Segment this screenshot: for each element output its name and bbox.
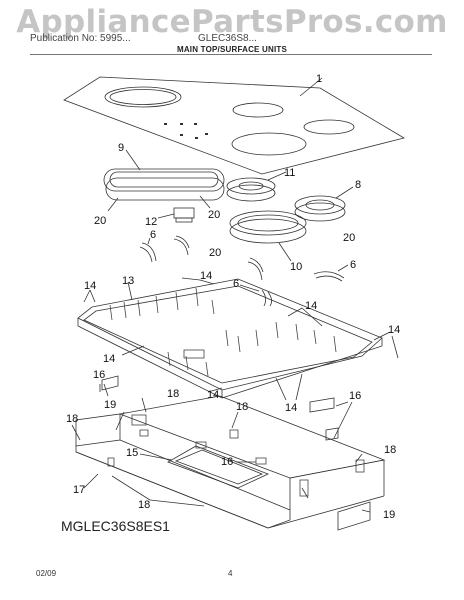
callout-18-e: 18 <box>138 499 150 511</box>
callout-14-f: 14 <box>207 389 219 401</box>
callout-12: 12 <box>145 216 157 228</box>
callout-14-g: 14 <box>285 402 297 414</box>
element-part-8 <box>294 186 354 222</box>
header-rule <box>30 54 432 55</box>
leader-lines <box>71 397 363 499</box>
clips-part-6 <box>139 235 349 307</box>
bridge-element-part-9 <box>103 149 225 212</box>
callout-14-a: 14 <box>200 270 212 282</box>
callout-13: 13 <box>122 275 134 287</box>
callout-18-d: 18 <box>384 444 396 456</box>
callout-20-c: 20 <box>343 232 355 244</box>
callout-16-a: 16 <box>93 369 105 381</box>
callout-14-d: 14 <box>388 324 400 336</box>
callout-18-b: 18 <box>66 413 78 425</box>
header-model: GLEC36S8... <box>198 33 257 44</box>
callout-19-b: 19 <box>383 509 395 521</box>
fasteners-part-14 <box>83 279 399 401</box>
small-element-part-11 <box>226 171 287 202</box>
callout-labels: 1 9 11 8 20 20 20 20 12 6 6 6 10 13 14 1… <box>66 73 400 521</box>
callout-9: 9 <box>118 142 124 154</box>
cooktop-glass-part-1 <box>63 76 406 175</box>
callout-16-b: 16 <box>349 390 361 402</box>
header-publication: Publication No: 5995... <box>30 33 131 44</box>
watermark: AppliancePartsPros.com <box>16 4 448 40</box>
chassis-part-17 <box>75 395 386 531</box>
callout-6-c: 6 <box>233 278 239 290</box>
callout-6-b: 6 <box>350 259 356 271</box>
callout-18-c: 18 <box>236 401 248 413</box>
callout-20-d: 20 <box>209 247 221 259</box>
callout-10: 10 <box>290 261 302 273</box>
callout-19-a: 19 <box>104 399 116 411</box>
callout-20-b: 20 <box>208 209 220 221</box>
callout-8: 8 <box>355 179 361 191</box>
callout-18-a: 18 <box>167 388 179 400</box>
brackets-part-16 <box>99 375 353 441</box>
section-title: MAIN TOP/SURFACE UNITS <box>176 45 288 54</box>
callout-6-a: 6 <box>150 229 156 241</box>
footer-page-number: 4 <box>228 569 233 578</box>
callout-1: 1 <box>316 73 322 85</box>
terminal-block-part-12 <box>157 207 195 223</box>
callout-20-a: 20 <box>94 215 106 227</box>
frame-part-13 <box>77 277 383 399</box>
large-element-part-10 <box>229 210 307 262</box>
footer-date: 02/09 <box>36 569 57 578</box>
callout-17: 17 <box>73 484 85 496</box>
callout-14-c: 14 <box>305 300 317 312</box>
callout-14-e: 14 <box>103 353 115 365</box>
model-number: MGLEC36S8ES1 <box>61 518 170 534</box>
callout-11: 11 <box>284 167 295 179</box>
callout-15: 15 <box>126 447 138 459</box>
callout-14-b: 14 <box>84 280 96 292</box>
callout-16-c: 16 <box>221 456 233 468</box>
